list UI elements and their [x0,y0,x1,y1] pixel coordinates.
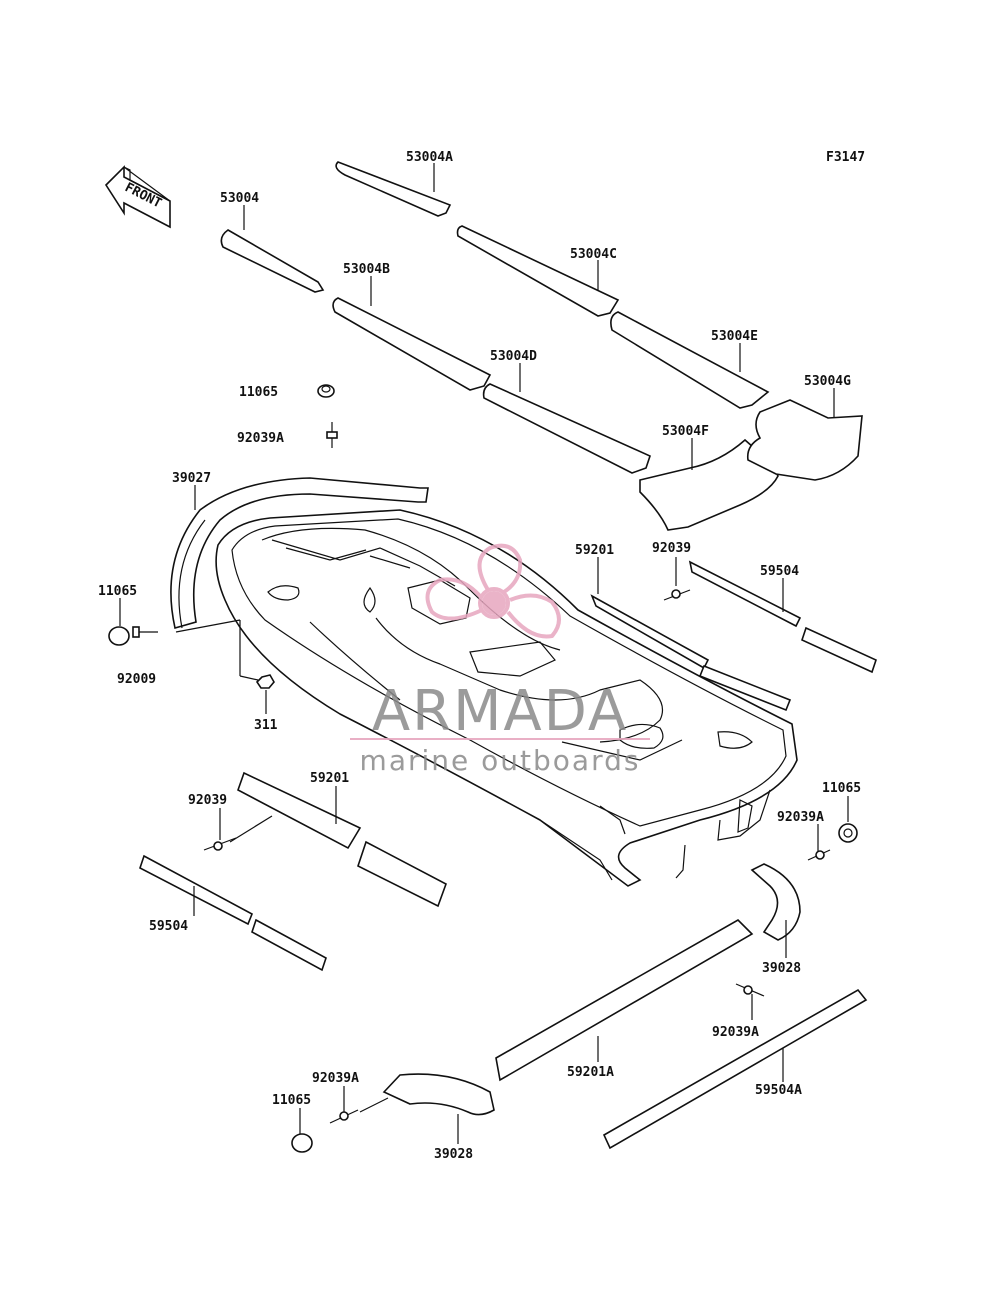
rail-59201-right [590,594,792,712]
label-92039A-top: 92039A [237,431,284,446]
cap-11065-bottom-left [291,1133,313,1153]
screw-92009 [132,626,158,638]
watermark-divider [350,738,650,740]
bumper-39028-left [382,1073,495,1116]
label-53004D: 53004D [490,349,537,364]
mat-53004C [456,225,620,317]
watermark-brand: ARMADA [372,679,628,744]
label-59504A: 59504A [755,1083,802,1098]
label-59201A: 59201A [567,1065,614,1080]
label-53004C: 53004C [570,247,617,262]
label-53004B: 53004B [343,262,390,277]
label-39028-right: 39028 [762,961,801,976]
label-59504-right: 59504 [760,564,799,579]
label-53004A: 53004A [406,150,453,165]
strip-59504-right [688,560,877,674]
bumper-39028-right [750,863,801,941]
label-53004E: 53004E [711,329,758,344]
mat-53004 [220,229,325,293]
label-53004G: 53004G [804,374,851,389]
label-59504-left: 59504 [149,919,188,934]
label-53004: 53004 [220,191,259,206]
label-92039-left: 92039 [188,793,227,808]
mat-53004G [746,399,863,481]
strip-59504-left [139,854,327,972]
hull-body [215,509,798,887]
label-11065-right: 11065 [822,781,861,796]
pin-92039A-top [326,422,338,448]
mat-53004B [332,297,492,391]
rail-59201-left [237,771,447,908]
label-53004F: 53004F [662,424,709,439]
mat-53004D [482,383,651,474]
cap-11065-top [317,384,335,398]
rail-59201A [495,919,754,1082]
front-arrow-icon: FRONT [104,165,171,229]
figure-code: F3147 [826,150,865,165]
leader-lines [119,163,849,1144]
label-39027: 39027 [172,471,211,486]
armada-logo-icon [425,543,561,639]
mat-53004A [335,161,452,217]
label-59201-right: 59201 [575,543,614,558]
label-92009: 92009 [117,672,156,687]
watermark-tagline: marine outboards [360,744,641,777]
label-39028-left: 39028 [434,1147,473,1162]
bumper-39027 [170,477,429,630]
strip-59504A [602,988,868,1150]
label-92039A-left: 92039A [312,1071,359,1086]
cap-11065-left [108,626,130,646]
label-11065-bottom-left: 11065 [272,1093,311,1108]
label-92039-right: 92039 [652,541,691,556]
pin-92039-right [663,589,691,601]
label-11065-left: 11065 [98,584,137,599]
nut-311 [255,674,275,689]
label-59201-left: 59201 [310,771,349,786]
cap-11065-right [838,823,858,843]
pin-92039A-right [807,849,831,861]
label-92039A-right: 92039A [777,810,824,825]
pin-92039-left [203,837,237,851]
label-11065-top: 11065 [239,385,278,400]
label-92039A-lower: 92039A [712,1025,759,1040]
label-311: 311 [254,718,278,733]
mat-53004E [610,311,770,409]
pin-92039A-lower [735,983,765,997]
mat-53004F [639,438,779,531]
